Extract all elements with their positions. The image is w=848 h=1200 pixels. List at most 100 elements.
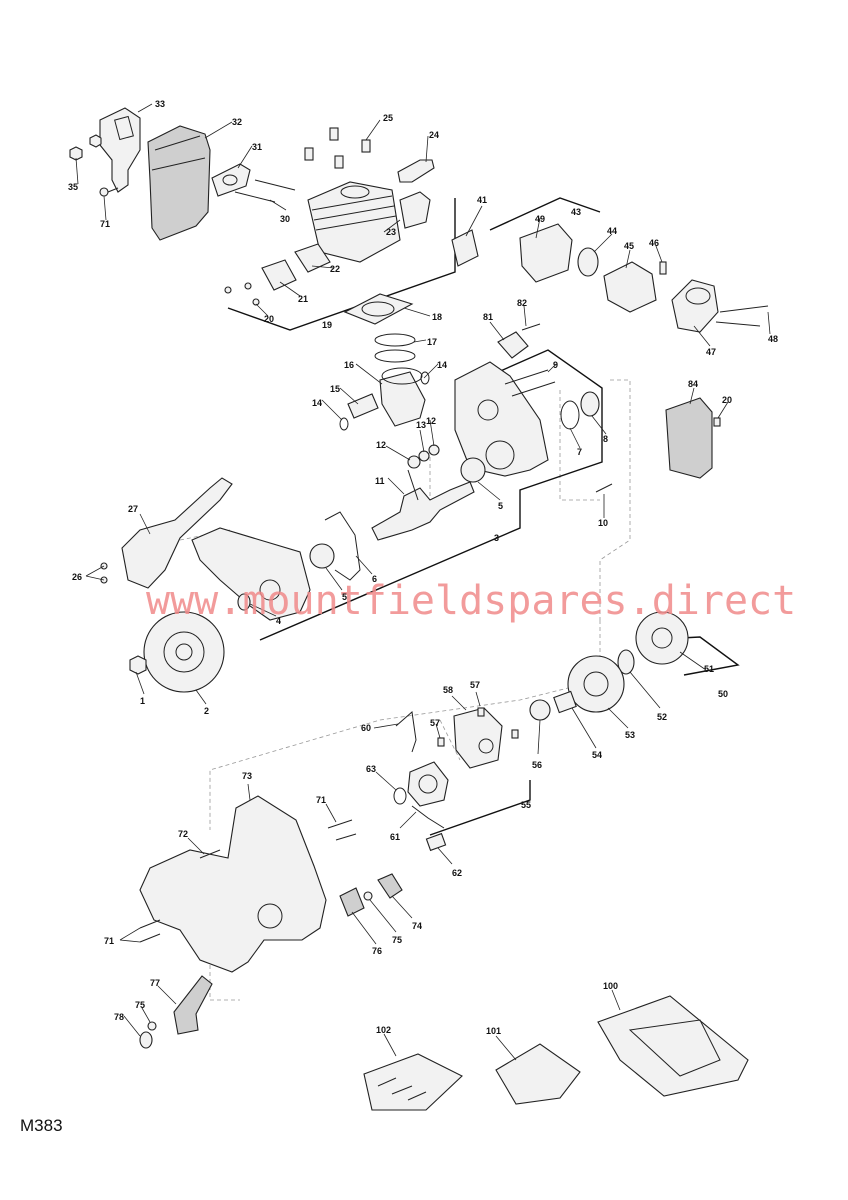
callout-22: 22	[330, 264, 340, 274]
part-58-cover	[453, 707, 503, 769]
callout-73: 73	[242, 771, 252, 781]
callout-35: 35	[68, 182, 78, 192]
callout-41: 41	[477, 195, 487, 205]
part-57-screws	[437, 707, 519, 747]
callout-43: 43	[571, 207, 581, 217]
part-15-pin	[347, 393, 379, 419]
part-18-gasket	[343, 293, 414, 325]
callout-6: 6	[372, 574, 377, 584]
part-49-intake	[519, 223, 573, 283]
part-63-ring	[393, 787, 407, 805]
part-6-gasket	[324, 511, 361, 581]
callout-54: 54	[592, 750, 602, 760]
callout-1: 1	[140, 696, 145, 706]
callout-47: 47	[706, 347, 716, 357]
callout-75-middle: 75	[392, 935, 402, 945]
part-81-block	[497, 331, 529, 359]
callout-18: 18	[432, 312, 442, 322]
part-22-gasket	[294, 243, 331, 273]
part-101-carb-kit	[495, 1043, 581, 1105]
callout-26: 26	[72, 572, 82, 582]
callout-21: 21	[298, 294, 308, 304]
callout-10: 10	[598, 518, 608, 528]
part-71-screw-upper	[99, 187, 119, 197]
callout-84: 84	[688, 379, 698, 389]
leader-lines	[75, 103, 771, 1061]
callout-45: 45	[624, 241, 634, 251]
part-76-buffer	[339, 887, 365, 917]
part-5-bearings	[309, 457, 486, 569]
callout-52: 52	[657, 712, 667, 722]
callout-62: 62	[452, 868, 462, 878]
callout-9: 9	[553, 360, 558, 370]
part-77-grip	[173, 975, 213, 1035]
callout-14-right: 14	[437, 360, 447, 370]
callout-50: 50	[718, 689, 728, 699]
callout-8: 8	[603, 434, 608, 444]
part-60-hose	[395, 711, 417, 753]
part-12-13-bearings	[407, 444, 440, 469]
part-54-bearing	[553, 690, 577, 714]
part-1-nut	[129, 655, 147, 675]
part-48-bolts	[715, 305, 769, 327]
callout-51: 51	[704, 664, 714, 674]
part-56-gear	[529, 699, 551, 721]
callout-11: 11	[375, 476, 385, 486]
part-16-piston	[379, 367, 426, 427]
part-9-studs	[504, 369, 556, 397]
part-35-nuts	[69, 134, 102, 161]
part-102-bolt-kit	[363, 1053, 463, 1111]
part-62-fitting	[425, 832, 447, 852]
part-47-filter-base	[671, 279, 719, 333]
callout-78: 78	[114, 1012, 124, 1022]
part-51-clutch	[635, 611, 689, 665]
part-crankcase	[454, 361, 549, 477]
bracket-43	[489, 197, 601, 231]
callout-72: 72	[178, 829, 188, 839]
part-46-screw	[659, 261, 667, 275]
part-71-screws-middle	[327, 819, 357, 841]
callout-71-middle: 71	[316, 795, 326, 805]
part-2-flywheel	[143, 611, 225, 693]
callout-60: 60	[361, 723, 371, 733]
callout-7: 7	[577, 447, 582, 457]
part-11-crankshaft	[371, 469, 475, 541]
callout-61: 61	[390, 832, 400, 842]
part-53-drum	[567, 655, 625, 713]
diagram-code: M383	[20, 1116, 63, 1135]
callout-12-left: 12	[376, 440, 386, 450]
callout-14-left: 14	[312, 398, 322, 408]
part-14-clips	[339, 371, 430, 431]
callout-3: 3	[494, 533, 499, 543]
callout-102: 102	[376, 1025, 391, 1035]
part-45-carburetor	[603, 261, 657, 313]
part-52-washer	[617, 649, 635, 675]
part-oil-pump	[407, 761, 449, 807]
callout-13: 13	[416, 420, 426, 430]
callout-4: 4	[276, 616, 281, 626]
part-84-plate	[665, 397, 713, 479]
part-20-screws-left	[224, 282, 260, 306]
callout-15: 15	[330, 384, 340, 394]
part-20-screw-right	[713, 417, 721, 427]
callout-17: 17	[427, 337, 437, 347]
part-31-gasket	[211, 163, 251, 197]
bracket-3	[259, 349, 603, 641]
part-17-rings	[374, 333, 416, 363]
callout-82: 82	[517, 298, 527, 308]
part-10-screw	[595, 483, 613, 493]
callout-32: 32	[232, 117, 242, 127]
part-82-screw	[521, 323, 541, 331]
callout-55: 55	[521, 800, 531, 810]
part-32-muffler	[147, 125, 211, 241]
callout-76: 76	[372, 946, 382, 956]
callout-5-right: 5	[498, 501, 503, 511]
part-75-screws	[147, 891, 373, 1031]
part-61-pipe	[411, 805, 445, 829]
part-23-plate	[399, 191, 431, 229]
part-71-screws-lower	[139, 919, 161, 943]
callout-100: 100	[603, 981, 618, 991]
callout-46: 46	[649, 238, 659, 248]
callout-49: 49	[535, 214, 545, 224]
callout-53: 53	[625, 730, 635, 740]
